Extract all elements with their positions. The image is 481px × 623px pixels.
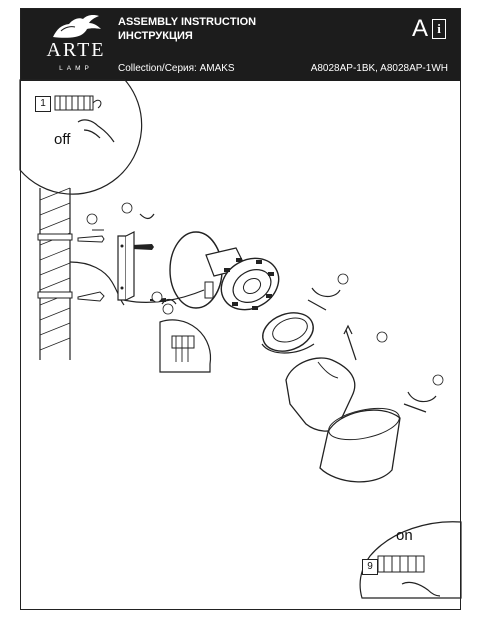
callout-markers [86, 202, 444, 386]
mounting-bracket [117, 231, 135, 301]
brand-logo: ARTE LAMP [41, 11, 111, 79]
hand-icon [77, 119, 115, 143]
off-step-panel [19, 79, 143, 195]
title-english: ASSEMBLY INSTRUCTION [118, 16, 257, 28]
title-russian: ИНСТРУКЦИЯ [118, 30, 193, 42]
header-bar: ARTE LAMP ASSEMBLY INSTRUCTION ИНСТРУКЦИ… [21, 9, 460, 81]
wiring-detail [159, 319, 212, 373]
lamp-holder [220, 257, 280, 311]
lamp-shade-outer [319, 407, 401, 483]
on-step-panel [359, 521, 462, 599]
model-numbers: A8028AP-1BK, A8028AP-1WH [310, 63, 448, 74]
logo-griffin-icon [53, 15, 101, 38]
instruction-page: ARTE LAMP ASSEMBLY INSTRUCTION ИНСТРУКЦИ… [20, 8, 461, 610]
dowel-icon [77, 235, 105, 302]
brand-name: ARTE [46, 39, 106, 61]
terminal-block-icon [54, 95, 102, 111]
step-number-off: 1 [35, 96, 51, 112]
info-book-icon: i [432, 19, 446, 39]
brand-subtitle: LAMP [59, 65, 93, 72]
wall [37, 187, 73, 360]
rotate-arrow-icon [139, 213, 437, 413]
on-label: on [396, 527, 413, 544]
glass-ring [261, 312, 315, 354]
language-letter: A [411, 15, 428, 42]
step-number-on: 9 [362, 559, 378, 575]
collection-label: Collection/Серия: AMAKS [118, 63, 235, 74]
info-letter: i [437, 21, 441, 36]
off-label: off [54, 131, 71, 148]
lamp-shade-inner [285, 357, 356, 432]
